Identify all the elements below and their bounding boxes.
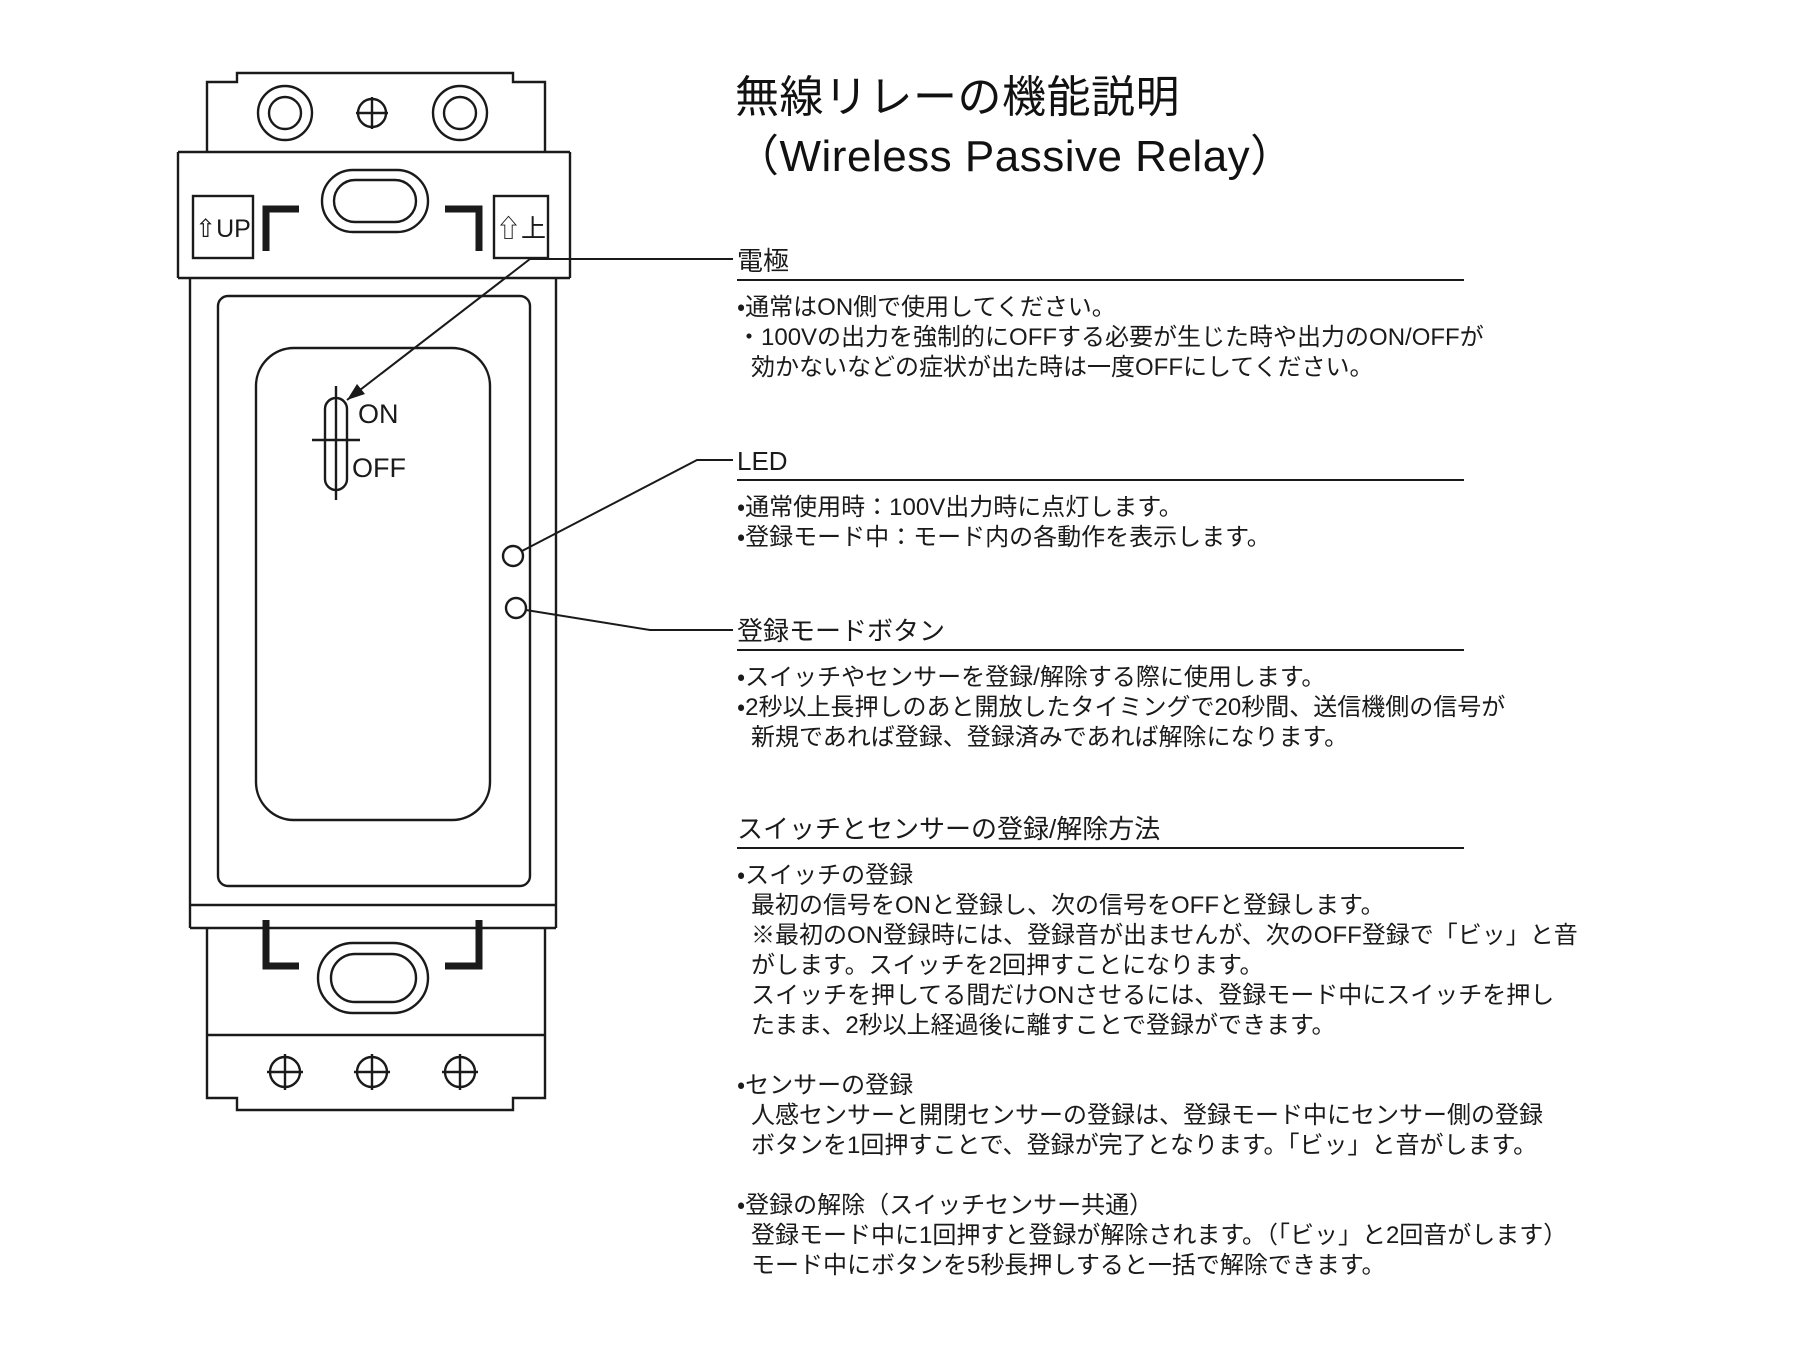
method-line: ・センサーの登録 — [737, 1072, 914, 1099]
method-line: スイッチを押してる間だけONさせるには、登録モード中にスイッチを押し — [751, 982, 1555, 1009]
section-electrode-line: ・通常はON側で使用してください。 — [737, 294, 1116, 321]
register-mode-button[interactable] — [504, 596, 528, 620]
page-title: 無線リレーの機能説明 — [735, 73, 1180, 122]
callout-line-led — [521, 459, 733, 552]
section-led: LED ・通常使用時：100V出力時に点灯します。 ・登録モード中：モード内の各… — [737, 445, 1464, 553]
screw-icon — [442, 1054, 478, 1090]
section-register-line: ・2秒以上長押しのあと開放したタイミングで20秒間、送信機側の信号が — [737, 694, 1506, 721]
device-lower-block — [188, 905, 558, 1037]
oval-knockout — [316, 941, 430, 1015]
method-line: たまま、2秒以上経過後に離すことで登録ができます。 — [751, 1012, 1336, 1039]
corner-bracket-icon — [262, 205, 299, 251]
switch-on-label: ON — [358, 399, 399, 429]
deregistration-block: ・登録の解除（スイッチセンサー共通） 登録モード中に1回押すと登録が解除されます… — [737, 1191, 1568, 1281]
title-block: 無線リレーの機能説明 （Wireless Passive Relay） — [735, 68, 1295, 186]
section-register-line: ・スイッチやセンサーを登録/解除する際に使用します。 — [737, 664, 1326, 691]
section-electrode-heading: 電極 — [737, 245, 1464, 281]
device-up-label-left: ⇧UP — [195, 215, 251, 243]
section-registration-method: スイッチとセンサーの登録/解除方法 ・スイッチの登録 最初の信号をONと登録し、… — [737, 813, 1578, 1281]
device-up-label-right: ⇧上 — [496, 215, 546, 243]
method-line: 登録モード中に1回押すと登録が解除されます。（「ビッ」と2回音がします） — [751, 1222, 1568, 1249]
mounting-hole-icon — [256, 84, 314, 142]
method-line: 最初の信号をONと登録し、次の信号をOFFと登録します。 — [751, 892, 1385, 919]
device-front-panel — [254, 346, 492, 822]
switch-registration-block: ・スイッチの登録 最初の信号をONと登録し、次の信号をOFFと登録します。 ※最… — [737, 861, 1578, 1041]
method-line: ・スイッチの登録 — [737, 862, 914, 889]
oval-knockout — [320, 168, 430, 234]
corner-bracket-icon — [445, 920, 483, 970]
callout-line-register-button — [525, 609, 733, 631]
method-line: ※最初のON登録時には、登録音が出ませんが、次のOFF登録で「ビッ」と音 — [751, 922, 1578, 949]
screw-icon — [356, 97, 388, 129]
section-led-line: ・通常使用時：100V出力時に点灯します。 — [737, 494, 1183, 521]
up-arrow-box-right — [492, 194, 550, 260]
method-line: がします。スイッチを2回押すことになります。 — [751, 952, 1264, 979]
method-line: ボタンを1回押すことで、登録が完了となります。「ビッ」と音がします。 — [751, 1132, 1538, 1159]
section-register-line: 新規であれば登録、登録済みであれば解除になります。 — [751, 724, 1349, 751]
section-electrode-line: ・100Vの出力を強制的にOFFする必要が生じた時や出力のON/OFFが — [737, 324, 1484, 351]
method-line: ・登録の解除（スイッチセンサー共通） — [737, 1192, 1154, 1219]
led-indicator — [501, 544, 525, 568]
callout-line-electrode — [346, 258, 733, 401]
method-line: 人感センサーと開閉センサーの登録は、登録モード中にセンサー側の登録 — [751, 1102, 1543, 1129]
switch-off-label: OFF — [352, 453, 406, 483]
up-arrow-box — [191, 194, 255, 260]
section-registration-method-heading: スイッチとセンサーの登録/解除方法 — [737, 813, 1464, 849]
section-register-mode-button: 登録モードボタン ・スイッチやセンサーを登録/解除する際に使用します。 ・2秒以… — [737, 615, 1506, 753]
device-bottom-plate — [205, 1035, 547, 1112]
sensor-registration-block: ・センサーの登録 人感センサーと開閉センサーの登録は、登録モード中にセンサー側の… — [737, 1071, 1543, 1161]
callout-arrow-icon — [347, 384, 365, 400]
method-line: モード中にボタンを5秒長押しすると一括で解除できます。 — [751, 1252, 1386, 1279]
corner-bracket-icon — [262, 920, 299, 970]
device-top-plate — [205, 71, 547, 152]
section-led-line: ・登録モード中：モード内の各動作を表示します。 — [737, 524, 1271, 551]
device-upper-block — [176, 150, 572, 280]
screw-icon — [354, 1054, 390, 1090]
page-subtitle: （Wireless Passive Relay） — [735, 132, 1295, 181]
device-main-body — [188, 278, 558, 907]
corner-bracket-icon — [445, 205, 483, 251]
screw-icon — [267, 1054, 303, 1090]
section-led-heading: LED — [737, 445, 1464, 481]
section-electrode: 電極 ・通常はON側で使用してください。 ・100Vの出力を強制的にOFFする必… — [737, 245, 1484, 383]
mounting-hole-icon — [431, 84, 489, 142]
section-electrode-line: 効かないなどの症状が出た時は一度OFFにしてください。 — [751, 354, 1374, 381]
toggle-switch[interactable] — [312, 386, 360, 500]
section-register-mode-button-heading: 登録モードボタン — [737, 615, 1464, 651]
